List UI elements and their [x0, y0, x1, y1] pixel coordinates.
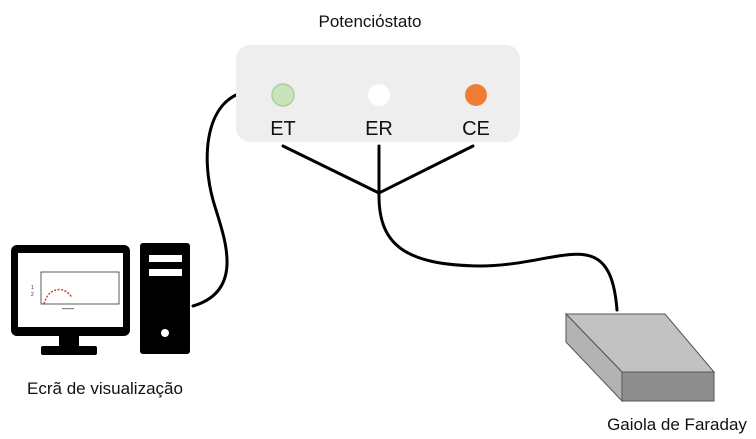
- computer-caption: Ecrã de visualização: [27, 379, 183, 398]
- computer: 1 2 Ecrã de visualização: [11, 243, 190, 398]
- potentiostat-title: Potenciόstato: [318, 12, 421, 31]
- screen-plot-tick-1: 1: [31, 285, 34, 291]
- faraday-cage-front: [621, 371, 715, 402]
- monitor-screen: [18, 253, 123, 327]
- cable-computer-potentiostat: [191, 93, 238, 308]
- monitor-neck: [59, 336, 79, 348]
- cables: [191, 93, 619, 312]
- cable-to-faraday-cage: [377, 191, 619, 312]
- screen-plot-xlabel: [62, 308, 74, 310]
- port-et-led: [271, 83, 295, 107]
- cable-et-lead: [281, 144, 381, 195]
- monitor-base: [41, 346, 97, 355]
- tower-drive-bay-2: [149, 269, 182, 276]
- port-er-led: [368, 84, 390, 106]
- port-er-label: ER: [365, 118, 393, 140]
- port-ce-led: [465, 84, 487, 106]
- screen-plot: 1 2: [31, 271, 120, 310]
- screen-plot-frame: [40, 271, 120, 305]
- cable-ce-lead: [377, 144, 475, 195]
- faraday-cage-caption: Gaiola de Faraday: [607, 415, 747, 434]
- port-ce-label: CE: [462, 118, 490, 140]
- potentiostat: Potenciόstato ET ER CE: [236, 12, 520, 142]
- port-et-label: ET: [270, 118, 296, 140]
- screen-plot-curve: [43, 289, 73, 305]
- screen-plot-tick-2: 2: [31, 292, 34, 298]
- tower-power-button: [161, 329, 169, 337]
- faraday-cage: Gaiola de Faraday: [564, 312, 747, 434]
- tower-drive-bay-1: [149, 255, 182, 262]
